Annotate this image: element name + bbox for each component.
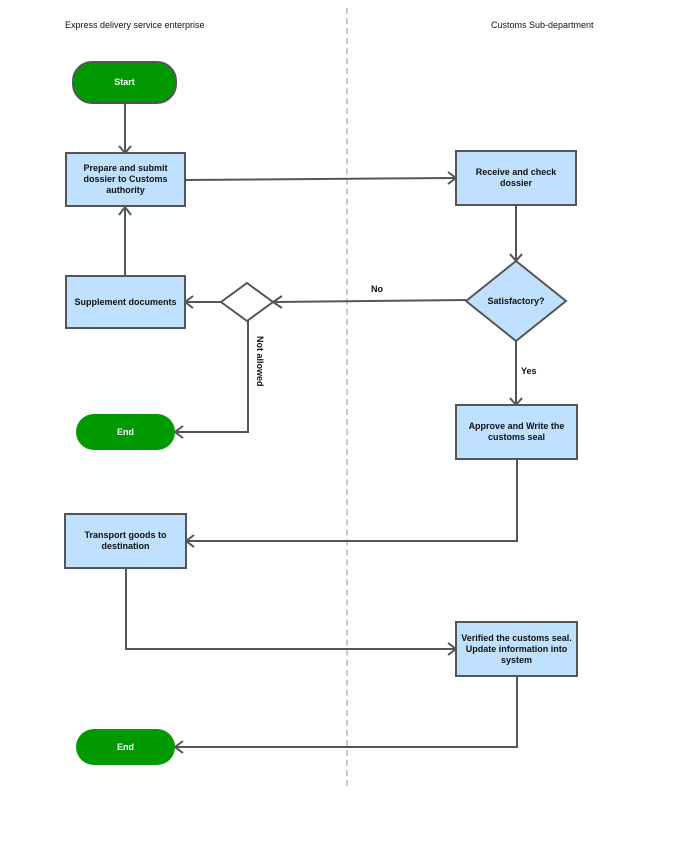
edge-satisfactory-decision [273, 299, 467, 303]
lane-divider [346, 8, 348, 786]
supplement-documents-box: Supplement documents [65, 275, 186, 329]
edge-verify-end [176, 676, 518, 748]
satisfactory-decision-diamond [464, 259, 568, 343]
end-terminal-2: End [76, 729, 175, 765]
transport-goods-box: Transport goods to destination [64, 513, 187, 569]
edge-prepare-receive [185, 177, 456, 181]
receive-check-box: Receive and check dossier [455, 150, 577, 206]
lane-title-enterprise: Express delivery service enterprise [65, 20, 205, 30]
edge-label-not-allowed: Not allowed [255, 336, 265, 387]
verify-seal-box: Verified the customs seal. Update inform… [455, 621, 578, 677]
start-terminal: Start [72, 61, 177, 104]
lane-title-customs: Customs Sub-department [491, 20, 594, 30]
edge-label-yes: Yes [521, 366, 537, 376]
prepare-dossier-box: Prepare and submit dossier to Customs au… [65, 152, 186, 207]
edge-label-no: No [371, 284, 383, 294]
satisfactory-label: Satisfactory? [487, 296, 545, 306]
allowed-decision-diamond [219, 281, 275, 323]
edge-decision-end [176, 321, 249, 433]
edge-approve-transport [187, 460, 518, 542]
approve-seal-box: Approve and Write the customs seal [455, 404, 578, 460]
edge-transport-verify [125, 569, 455, 650]
end-terminal-1: End [76, 414, 175, 450]
